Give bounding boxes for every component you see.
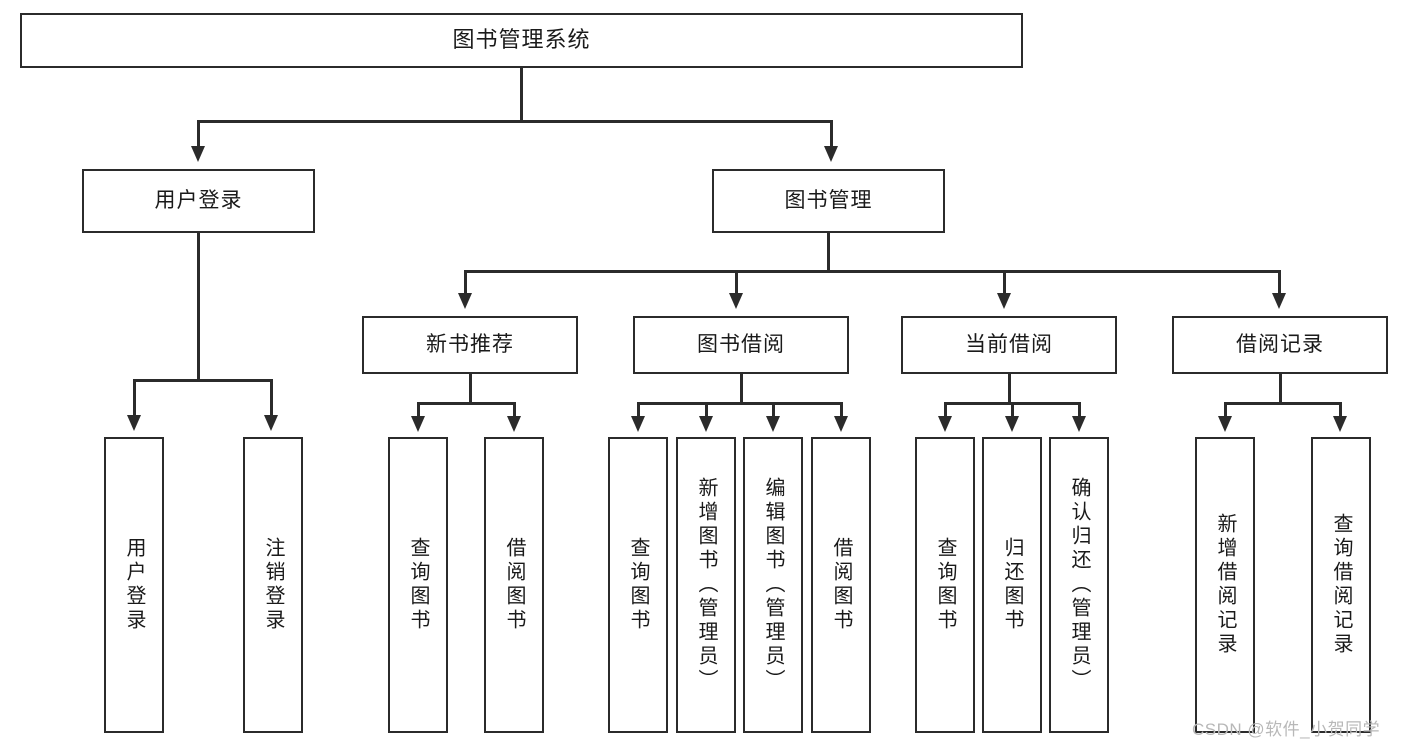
node-label: 新增借阅记录 [1214, 513, 1236, 657]
connector-nbr-bus [417, 402, 515, 405]
node-leaf-return-book[interactable]: 归还图书 [982, 437, 1042, 733]
connector-bb-drop-4 [840, 402, 843, 418]
node-label: 图书管理系统 [452, 27, 591, 53]
node-label: 新书推荐 [426, 333, 514, 357]
node-leaf-logout[interactable]: 注销登录 [243, 437, 303, 733]
connector-bm-drop-3 [1003, 270, 1006, 295]
connector-bb-bus [637, 402, 842, 405]
connector-cb-trunk [1008, 374, 1011, 404]
node-label: 新增图书（管理员） [695, 477, 717, 693]
arrow-to-borrow-record [1272, 293, 1286, 309]
node-label: 查询图书 [934, 537, 956, 633]
connector-bb-drop-2 [705, 402, 708, 418]
arrow-to-leaf-query-book-1 [411, 416, 425, 432]
connector-cb-drop-2 [1011, 402, 1014, 418]
connector-br-bus [1224, 402, 1341, 405]
connector-root-to-user-login [197, 120, 200, 148]
node-leaf-borrow-book-recommend[interactable]: 借阅图书 [484, 437, 544, 733]
connector-br-trunk [1279, 374, 1282, 404]
node-label: 归还图书 [1001, 537, 1023, 633]
node-current-borrow[interactable]: 当前借阅 [901, 316, 1117, 374]
node-leaf-add-record[interactable]: 新增借阅记录 [1195, 437, 1255, 733]
arrow-to-user-login [191, 146, 205, 162]
node-leaf-query-record[interactable]: 查询借阅记录 [1311, 437, 1371, 733]
arrow-to-leaf-query-record [1333, 416, 1347, 432]
connector-user-login-bus [133, 379, 270, 382]
arrow-to-leaf-query-book-3 [938, 416, 952, 432]
connector-bb-drop-3 [772, 402, 775, 418]
connector-cb-drop-1 [944, 402, 947, 418]
node-label: 图书管理 [784, 189, 873, 213]
arrow-to-leaf-user-login [127, 415, 141, 431]
arrow-to-leaf-query-book-2 [631, 416, 645, 432]
arrow-to-leaf-borrow-book-2 [834, 416, 848, 432]
node-leaf-user-login[interactable]: 用户登录 [104, 437, 164, 733]
node-leaf-add-book[interactable]: 新增图书（管理员） [676, 437, 736, 733]
connector-br-drop-2 [1339, 402, 1342, 418]
connector-book-manage-trunk [827, 233, 830, 272]
node-label: 借阅图书 [830, 537, 852, 633]
connector-bm-drop-2 [735, 270, 738, 295]
connector-bm-drop-4 [1278, 270, 1281, 295]
arrow-to-current-borrow [997, 293, 1011, 309]
node-leaf-confirm-return[interactable]: 确认归还（管理员） [1049, 437, 1109, 733]
node-book-borrow[interactable]: 图书借阅 [633, 316, 849, 374]
node-label: 查询图书 [407, 537, 429, 633]
arrow-to-leaf-confirm-return [1072, 416, 1086, 432]
arrow-to-book-manage [824, 146, 838, 162]
connector-br-drop-1 [1224, 402, 1227, 418]
arrow-to-new-book-recommend [458, 293, 472, 309]
arrow-to-leaf-edit-book [766, 416, 780, 432]
connector-root-to-book-manage [830, 120, 833, 148]
arrow-to-book-borrow [729, 293, 743, 309]
node-label: 图书借阅 [697, 333, 785, 357]
arrow-to-leaf-logout [264, 415, 278, 431]
node-label: 查询借阅记录 [1330, 513, 1352, 657]
connector-nbr-drop-1 [417, 402, 420, 418]
connector-cb-drop-3 [1078, 402, 1081, 418]
node-leaf-borrow-book-borrow[interactable]: 借阅图书 [811, 437, 871, 733]
node-leaf-query-book-recommend[interactable]: 查询图书 [388, 437, 448, 733]
node-label: 确认归还（管理员） [1068, 477, 1090, 693]
node-label: 用户登录 [123, 537, 145, 633]
connector-user-login-trunk [197, 233, 200, 381]
arrow-to-leaf-return-book [1005, 416, 1019, 432]
connector-user-login-drop-2 [270, 379, 273, 417]
connector-book-manage-bus [464, 270, 1281, 273]
node-leaf-edit-book[interactable]: 编辑图书（管理员） [743, 437, 803, 733]
node-book-manage[interactable]: 图书管理 [712, 169, 945, 233]
node-label: 注销登录 [262, 537, 284, 633]
connector-nbr-trunk [469, 374, 472, 404]
node-borrow-record[interactable]: 借阅记录 [1172, 316, 1388, 374]
connector-user-login-drop-1 [133, 379, 136, 417]
node-leaf-query-book-current[interactable]: 查询图书 [915, 437, 975, 733]
node-leaf-query-book-borrow[interactable]: 查询图书 [608, 437, 668, 733]
arrow-to-leaf-borrow-book-1 [507, 416, 521, 432]
connector-bb-drop-1 [637, 402, 640, 418]
arrow-to-leaf-add-record [1218, 416, 1232, 432]
node-root-book-management-system[interactable]: 图书管理系统 [20, 13, 1023, 68]
node-label: 用户登录 [154, 189, 243, 213]
connector-nbr-drop-2 [513, 402, 516, 418]
node-user-login[interactable]: 用户登录 [82, 169, 315, 233]
node-label: 当前借阅 [965, 333, 1053, 357]
node-label: 借阅图书 [503, 537, 525, 633]
connector-root-trunk [520, 68, 523, 121]
node-label: 编辑图书（管理员） [762, 477, 784, 693]
connector-bm-drop-1 [464, 270, 467, 295]
arrow-to-leaf-add-book [699, 416, 713, 432]
node-new-book-recommend[interactable]: 新书推荐 [362, 316, 578, 374]
node-label: 查询图书 [627, 537, 649, 633]
node-label: 借阅记录 [1236, 333, 1324, 357]
connector-root-bus [197, 120, 833, 123]
connector-bb-trunk [740, 374, 743, 404]
